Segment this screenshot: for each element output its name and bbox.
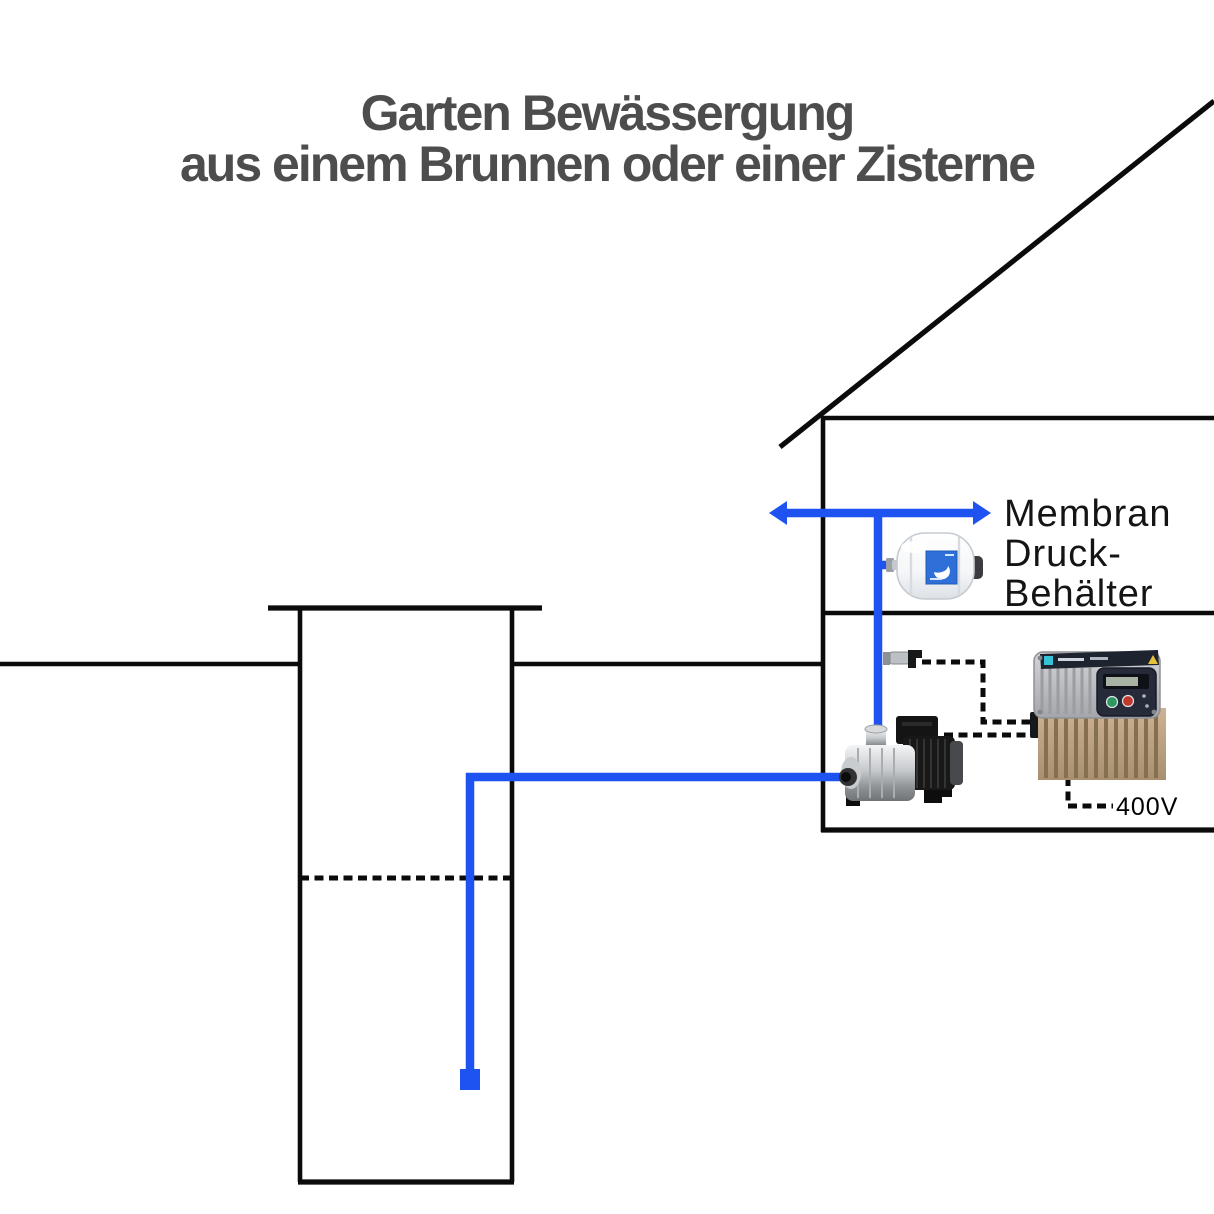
tank-nut: [886, 558, 894, 572]
converter-label-text-bar2: [1090, 657, 1108, 660]
tank-label-line1: Membran: [1004, 493, 1172, 535]
voltage-label: 400V: [1116, 793, 1179, 821]
pressure-sensor-fitting: [883, 650, 922, 668]
multistage-pump-image: [839, 716, 963, 806]
pump-motor-fins: [909, 739, 946, 788]
converter-brand-mark: [1044, 656, 1053, 665]
converter-screw-bl: [1037, 709, 1043, 715]
roof-line: [778, 98, 1214, 450]
diagram-title-line2: aus einem Brunnen oder einer Zisterne: [179, 136, 1036, 192]
converter-body-ribs: [1040, 668, 1092, 714]
converter-warning-icon: [1148, 655, 1158, 664]
pump-terminal-detail: [902, 722, 932, 726]
foot-valve: [460, 1069, 480, 1090]
tank-highlight: [901, 541, 929, 553]
pump-inlet-port: [841, 772, 851, 782]
converter-heatsink-fins: [1044, 712, 1158, 778]
tank-brand-label: [925, 550, 958, 585]
pump-foot-rear: [924, 788, 952, 803]
right-arrowhead-icon: [973, 501, 991, 525]
diagram-title: Garten Bewässergung aus einem Brunnen od…: [0, 88, 1214, 190]
power-cable: [1065, 777, 1113, 809]
converter-screw-tl: [1037, 655, 1043, 661]
converter-led2: [1145, 704, 1149, 708]
pump-body: [845, 745, 915, 801]
sensor-body: [889, 651, 910, 665]
membrane-pressure-tank-image: [886, 532, 983, 600]
pump-discharge-flange: [864, 724, 888, 734]
sensor-elbow: [908, 650, 922, 668]
diagram-title-line1: Garten Bewässergung: [360, 85, 856, 141]
tank-label-line3: Behälter: [1004, 573, 1154, 615]
sensor-nut: [883, 652, 890, 665]
tank-label: Membran Druck- Behälter: [1004, 494, 1172, 614]
pump-discharge-elbow: [866, 729, 886, 749]
converter-display-lcd: [1106, 677, 1138, 686]
converter-start-button: [1105, 695, 1119, 709]
house-outline: [778, 98, 1214, 833]
converter-stop-button: [1121, 694, 1135, 708]
tank-label-line2: Druck-: [1004, 533, 1122, 575]
cables: [922, 659, 1113, 809]
converter-screw-br: [1151, 709, 1157, 715]
ground-and-well: [0, 605, 823, 1185]
pump-motor-endcap: [950, 741, 963, 785]
suction-pipe: [465, 772, 849, 1072]
piping: [460, 501, 991, 1090]
control-cable-sensor: [922, 659, 1036, 725]
distribution-pipe-arrow: [769, 501, 991, 525]
frequency-converter-image: [1030, 650, 1166, 780]
left-arrowhead-icon: [769, 501, 787, 525]
converter-led1: [1142, 694, 1146, 698]
converter-label-text-bar1: [1058, 658, 1084, 661]
